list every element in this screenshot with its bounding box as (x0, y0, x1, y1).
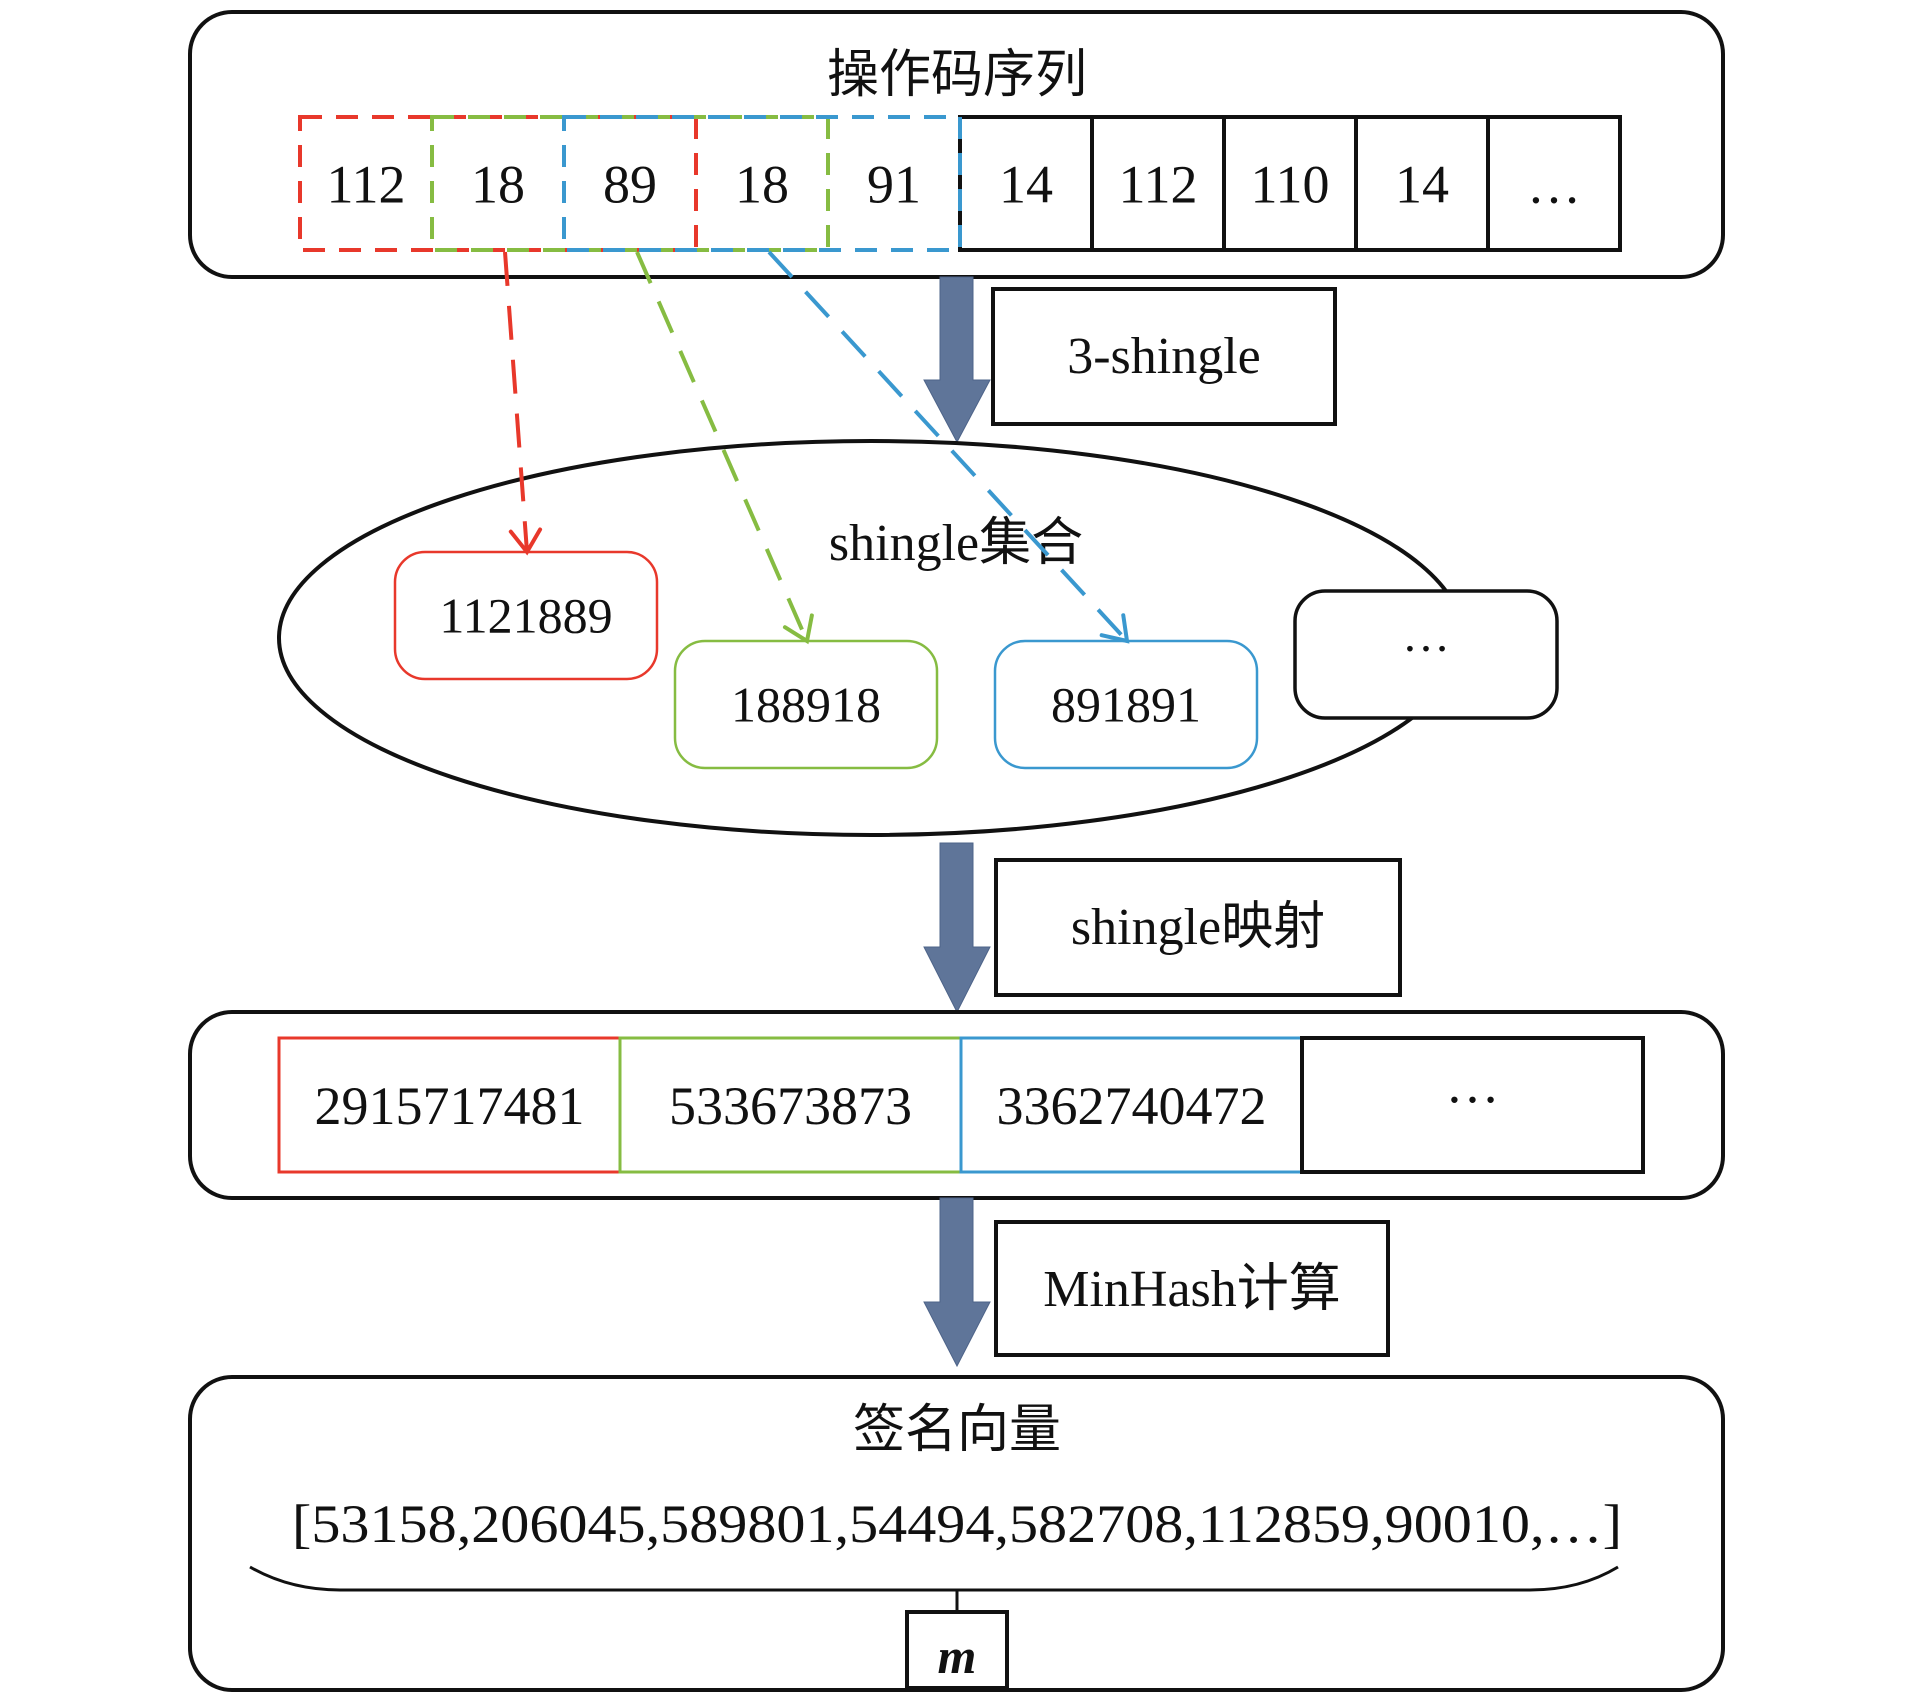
shingle-item: 188918 (673, 639, 939, 770)
shingle-item-value: … (1402, 609, 1450, 662)
opcode-value: 18 (735, 155, 789, 215)
down-arrow-icon (923, 842, 991, 1014)
opcode-cell: … (1486, 115, 1622, 252)
shingle-items: 1121889 188918 891891 … (393, 550, 1559, 770)
opcode-cell-border (1486, 115, 1622, 252)
hash-cells: 2915717481 533673873 3362740472 … (277, 1036, 1645, 1174)
opcode-cell: 14 (958, 115, 1094, 252)
window-1-dashed-frame (298, 115, 698, 252)
hash-value: 2915717481 (315, 1076, 585, 1136)
connector-line (503, 251, 529, 553)
hash-values-panel: 2915717481 533673873 3362740472 … (188, 1010, 1725, 1200)
shingle-set-panel: shingle集合 1121889 188918 891891 … (277, 439, 1559, 837)
opcode-sequence-panel: 操作码序列 112 18 89 18 91 14 112 110 14 … (188, 10, 1725, 279)
opcode-cell-border (1222, 115, 1358, 252)
signature-vector: [53158,206045,589801,54494,582708,112859… (292, 1494, 1622, 1554)
connector-line (767, 250, 1129, 643)
step-minhash: MinHash计算 (923, 1197, 1390, 1368)
hash-cell-border (618, 1036, 963, 1174)
opcode-cell: 14 (1354, 115, 1490, 252)
opcode-value: 112 (327, 155, 406, 215)
shingle-item-value: 188918 (731, 677, 881, 733)
hash-cell-border (1300, 1036, 1645, 1174)
opcode-value: 112 (1119, 155, 1198, 215)
connector-blue (767, 250, 1130, 644)
opcode-value: 18 (471, 155, 525, 215)
signature-title: 签名向量 (853, 1402, 1061, 1459)
opcode-value: 110 (1251, 155, 1330, 215)
window-3-dashed-frame (562, 115, 962, 252)
hash-value: 3362740472 (997, 1076, 1267, 1136)
opcode-cell-border (1354, 115, 1490, 252)
opcode-shingle-windows (298, 115, 962, 252)
opcode-cell: 112 (1090, 115, 1226, 252)
opcode-sequence-title: 操作码序列 (827, 47, 1087, 104)
opcode-value: 91 (867, 155, 921, 215)
hash-cell: … (1300, 1036, 1645, 1174)
shingle-item-box (1293, 589, 1559, 720)
opcode-cell: 18 (735, 155, 789, 215)
step-label: shingle映射 (1071, 899, 1325, 956)
shingle-item: 1121889 (393, 550, 659, 681)
opcode-value: 89 (603, 155, 657, 215)
step-label-box (994, 1220, 1390, 1357)
opcode-cell: 91 (867, 155, 921, 215)
hash-cell-border (277, 1036, 622, 1174)
underbrace (249, 1565, 1619, 1592)
connector-line (635, 251, 809, 642)
opcode-cells: 112 18 89 18 91 14 112 110 14 … (327, 115, 1622, 252)
hash-value: … (1446, 1054, 1500, 1114)
opcode-value: 14 (999, 155, 1053, 215)
step-label: MinHash计算 (1043, 1261, 1341, 1318)
vector-length-label: m (938, 1628, 977, 1684)
vector-length-box (905, 1610, 1009, 1690)
shingle-item: 891891 (993, 639, 1259, 770)
shingle-item: … (1293, 589, 1559, 720)
step-label: 3-shingle (1067, 328, 1261, 385)
shingle-set-title: shingle集合 (829, 515, 1083, 572)
arrowhead-icon (508, 527, 543, 556)
arrowhead-icon (1099, 613, 1130, 644)
opcode-cell: 89 (603, 155, 657, 215)
connector-red (503, 251, 543, 556)
down-arrow-icon (923, 276, 991, 444)
arrowhead-icon (782, 613, 814, 645)
shingle-item-value: 891891 (1051, 677, 1201, 733)
hash-value: 533673873 (669, 1076, 912, 1136)
opcode-cell: 18 (471, 155, 525, 215)
step-label-box (994, 858, 1402, 997)
down-arrow-icon (923, 1197, 991, 1368)
opcode-value: … (1527, 155, 1581, 215)
step-3-shingle: 3-shingle (923, 276, 1337, 444)
connector-green (635, 251, 814, 645)
shingle-item-value: 1121889 (439, 588, 612, 644)
signature-vector-panel: 签名向量 [53158,206045,589801,54494,582708,1… (188, 1375, 1725, 1692)
shingle-connector-arrowheads (503, 250, 1130, 645)
opcode-cell: 112 (327, 155, 406, 215)
step-label-box (991, 287, 1337, 426)
hash-cell: 533673873 (618, 1036, 963, 1174)
window-2-dashed-frame (430, 115, 830, 252)
opcode-value: 14 (1395, 155, 1449, 215)
hash-cell: 2915717481 (277, 1036, 622, 1174)
step-shingle-mapping: shingle映射 (923, 842, 1402, 1014)
opcode-cell: 110 (1222, 115, 1358, 252)
hash-cell: 3362740472 (959, 1036, 1304, 1174)
